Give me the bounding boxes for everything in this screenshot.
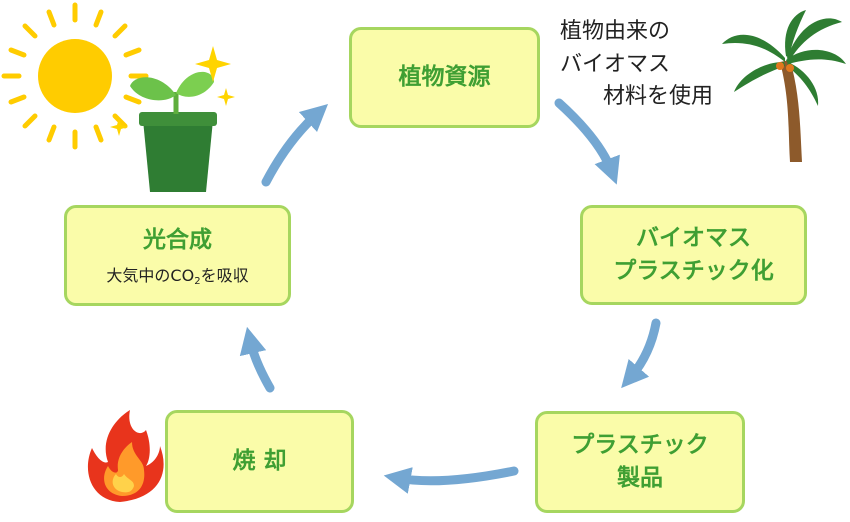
photosynthesis-label: 光合成 [143,227,212,254]
incineration-box: 焼 却 [165,410,354,513]
plant-origin-note: 植物由来の バイオマス 材料を使用 [560,16,750,114]
photosynthesis-subtext: 大気中のCO2を吸収 [106,264,248,287]
arrow-product-to-incineration [383,466,519,494]
plastic-product-box: プラスチック 製品 [535,411,745,513]
arrow-bioplastic-to-product [621,318,661,389]
bioplastic-label-line1: バイオマス [636,224,751,251]
arrow-photosynthesis-to-source [261,103,329,187]
note-line1: 植物由来の [560,19,671,44]
note-line2: バイオマス [560,51,671,77]
note-line3: 材料を使用 [603,84,714,110]
arrow-source-to-bioplastic [554,98,620,185]
co2-text-before: 大気中のCO [106,265,195,285]
bioplastic-conversion-box: バイオマス プラスチック化 [580,205,807,305]
arrow-incineration-to-photosynthesis [239,326,275,393]
co2-subscript: 2 [194,275,201,287]
bioplastic-label-line2: プラスチック化 [613,258,774,284]
photosynthesis-box: 光合成 大気中のCO2を吸収 [64,205,291,306]
product-label-line1: プラスチック [571,431,709,458]
plant-resources-box: 植物資源 [349,27,540,128]
plant-resources-label: 植物資源 [398,63,491,90]
product-label-line2: 製品 [617,465,663,491]
co2-text-after: を吸収 [200,265,249,285]
incineration-label: 焼 却 [232,447,287,474]
